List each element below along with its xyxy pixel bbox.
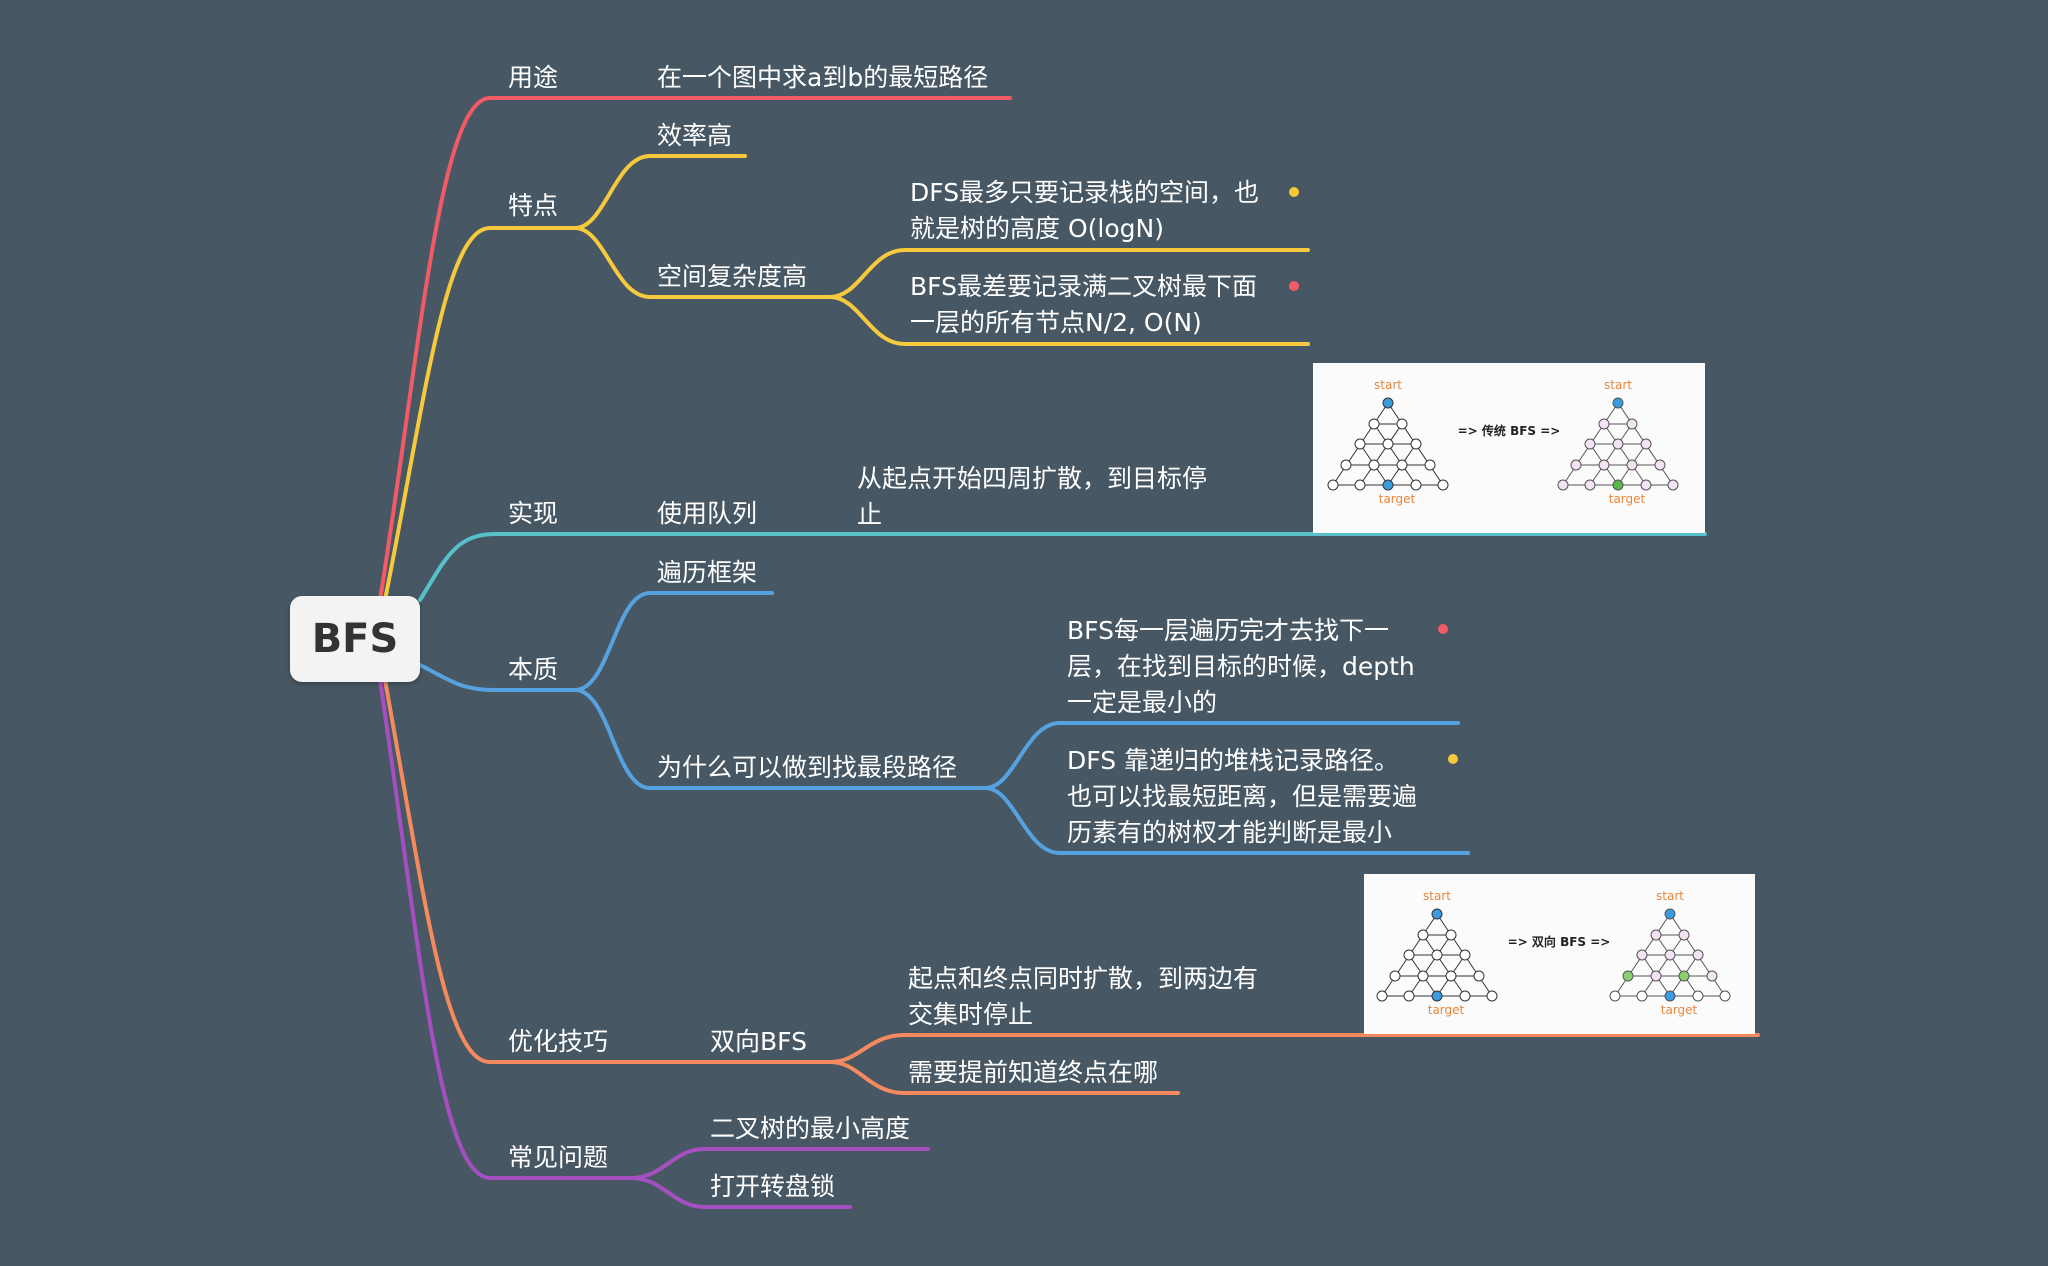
svg-text:=> 传统 BFS =>: => 传统 BFS => (1458, 423, 1561, 438)
node-bidir-need[interactable]: 需要提前知道终点在哪 (908, 1058, 1159, 1087)
node-bfs-note-line1[interactable]: BFS最差要记录满二叉树最下面 (910, 272, 1257, 301)
node-dfs-reason-line2: 也可以找最短距离，但是需要遍 (1067, 782, 1418, 811)
marker-dot-yellow (1289, 187, 1299, 197)
node-essence[interactable]: 本质 (508, 655, 559, 684)
connector-essence (418, 663, 577, 692)
node-impl-desc-line2: 止 (857, 500, 883, 529)
node-optimize[interactable]: 优化技巧 (508, 1027, 609, 1056)
connector-problems (378, 678, 632, 1180)
connector-impl (418, 532, 1707, 602)
node-dfs-reason-line3: 历素有的树杈才能判断是最小 (1067, 818, 1393, 847)
svg-text:start: start (1423, 889, 1451, 903)
marker-dot-red (1438, 624, 1448, 634)
node-impl[interactable]: 实现 (508, 499, 559, 528)
node-bfs-note-line2: 一层的所有节点N/2, O(N) (910, 308, 1202, 337)
image-bidirectional-bfs[interactable]: start target start target => 双向 BFS => (1364, 874, 1755, 1034)
svg-text:target: target (1379, 492, 1416, 506)
node-problem-min-depth[interactable]: 二叉树的最小高度 (710, 1114, 911, 1143)
svg-text:=> 双向 BFS =>: => 双向 BFS => (1508, 934, 1611, 949)
image-traditional-bfs[interactable]: start target start target => 传统 BFS => (1313, 363, 1705, 533)
node-problem-open-lock[interactable]: 打开转盘锁 (710, 1172, 836, 1201)
svg-text:target: target (1661, 1003, 1698, 1017)
node-bfs-reason-line2: 层，在找到目标的时候，depth (1067, 652, 1415, 681)
node-dfs-reason-line1[interactable]: DFS 靠递归的堆栈记录路径。 (1067, 746, 1400, 775)
root-node[interactable]: BFS (290, 596, 420, 682)
svg-text:start: start (1656, 889, 1684, 903)
marker-dot-red (1289, 281, 1299, 291)
node-use[interactable]: 用途 (508, 63, 559, 92)
connector-optimize (383, 678, 832, 1064)
node-bidir-desc-line2: 交集时停止 (908, 1000, 1034, 1029)
connector-features (383, 226, 577, 602)
node-bidir[interactable]: 双向BFS (710, 1027, 807, 1056)
node-bidir-desc-line1[interactable]: 起点和终点同时扩散，到两边有 (908, 964, 1259, 993)
node-efficient[interactable]: 效率高 (657, 121, 733, 150)
node-features[interactable]: 特点 (508, 191, 559, 220)
node-use-child[interactable]: 在一个图中求a到b的最短路径 (657, 63, 989, 92)
svg-text:start: start (1604, 378, 1632, 392)
svg-text:start: start (1374, 378, 1402, 392)
node-bfs-reason-line3: 一定是最小的 (1067, 688, 1218, 717)
node-bfs-reason-line1[interactable]: BFS每一层遍历完才去找下一 (1067, 616, 1389, 645)
node-dfs-note-line1[interactable]: DFS最多只要记录栈的空间，也 (910, 178, 1260, 207)
svg-text:target: target (1609, 492, 1646, 506)
node-problems[interactable]: 常见问题 (508, 1143, 609, 1172)
connector-use (378, 96, 1012, 602)
marker-dot-yellow (1448, 754, 1458, 764)
node-framework[interactable]: 遍历框架 (657, 558, 758, 587)
svg-text:target: target (1428, 1003, 1465, 1017)
node-why[interactable]: 为什么可以做到找最段路径 (657, 753, 958, 782)
node-queue[interactable]: 使用队列 (657, 499, 758, 528)
node-dfs-note-line2: 就是树的高度 O(logN) (910, 214, 1164, 243)
node-space[interactable]: 空间复杂度高 (657, 262, 808, 291)
node-impl-desc-line1[interactable]: 从起点开始四周扩散，到目标停 (857, 464, 1208, 493)
